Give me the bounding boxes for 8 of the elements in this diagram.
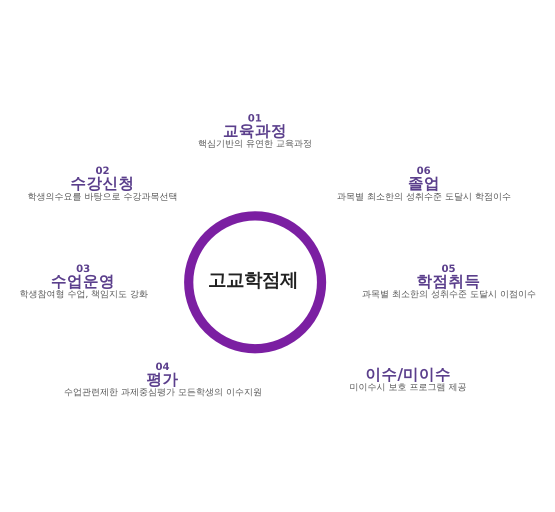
node-text: 03 수업운영 학생참여형 수업, 책임지도 강화	[19, 264, 148, 300]
node-circle: 고교학점제	[184, 211, 326, 354]
node-text: 02 수강신청 학생의수요를 바탕으로 수강과목선택	[28, 166, 178, 202]
node-text: 01 교육과정 핵심기반의 유연한 교육과정	[198, 114, 312, 150]
node-text: 06 졸업 과목별 최소한의 성취수준 도달시 학점이수	[337, 166, 511, 202]
node-text: 이수/미이수 미이수시 보호 프로그램 제공	[350, 364, 466, 393]
node-text: 04 평가 수업관련제한 과제중심평가 모든학생의 이수지원	[64, 362, 262, 398]
node-text: 05 학점취득 과목별 최소한의 성취수준 도달시 이점이수	[362, 264, 536, 300]
